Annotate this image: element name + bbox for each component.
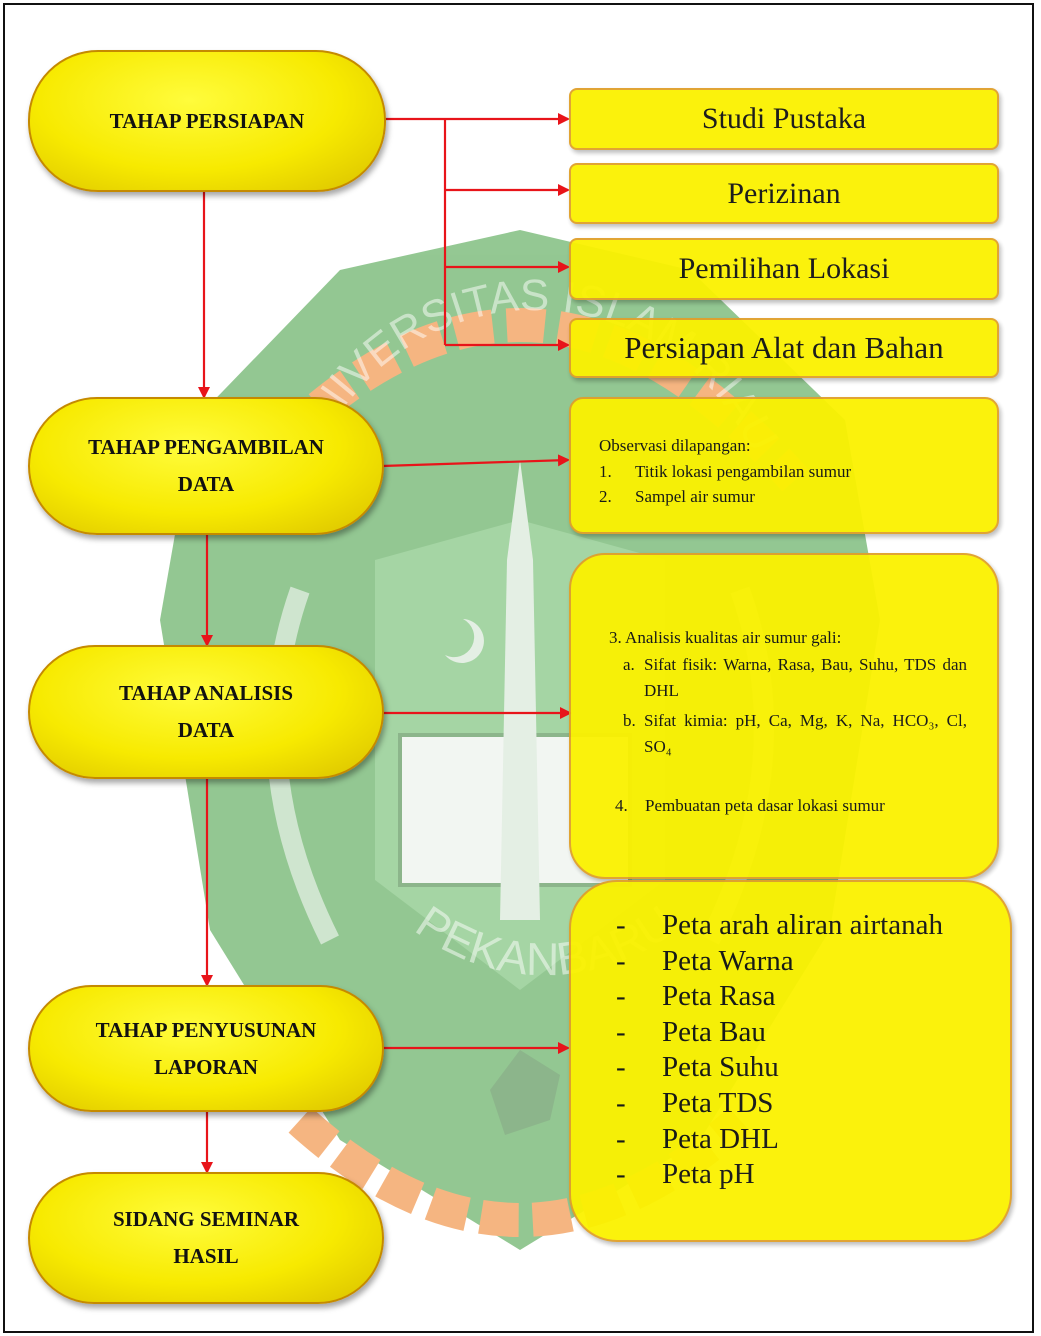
observasi-item: 2. Sampel air sumur bbox=[599, 484, 997, 510]
pengambilan-detail-box: Observasi dilapangan: 1. Titik lokasi pe… bbox=[569, 397, 999, 534]
stage-sidang-label-2: HASIL bbox=[173, 1244, 239, 1268]
analisis-item-4-number: 4. bbox=[615, 796, 628, 815]
stage-persiapan: TAHAP PERSIAPAN bbox=[28, 50, 386, 192]
map-list-item: - Peta pH bbox=[571, 1157, 1010, 1193]
analisis-sub-marker: a. bbox=[623, 655, 635, 674]
map-list-item: - Peta Warna bbox=[571, 944, 1010, 980]
logo-spike-icon bbox=[500, 460, 540, 920]
analisis-item-4: 4. Pembuatan peta dasar lokasi sumur bbox=[615, 793, 885, 819]
observasi-item-number: 1. bbox=[599, 461, 612, 481]
map-item-label: Peta Bau bbox=[662, 1015, 766, 1048]
map-item-label: Peta TDS bbox=[662, 1086, 774, 1119]
map-item-label: Peta arah aliran airtanah bbox=[662, 909, 943, 941]
analisis-item-4-text: Pembuatan peta dasar lokasi sumur bbox=[645, 796, 885, 815]
analisis-item-3: 3. Analisis kualitas air sumur gali: bbox=[609, 628, 842, 647]
stage-pengambilan-label-1: TAHAP PENGAMBILAN bbox=[88, 435, 324, 460]
logo-crescent-icon bbox=[445, 619, 484, 663]
map-list-item: - Peta Rasa bbox=[571, 979, 1010, 1015]
stage-sidang: SIDANG SEMINAR HASIL bbox=[28, 1172, 384, 1304]
list-dash: - bbox=[616, 944, 626, 977]
stage-penyusunan-label-2: LAPORAN bbox=[154, 1054, 258, 1079]
map-item-label: Peta Warna bbox=[662, 944, 794, 977]
persiapan-item-studi-pustaka: Studi Pustaka bbox=[569, 88, 999, 150]
analisis-sub-b: b. Sifat kimia: pH, Ca, Mg, K, Na, HCO₃,… bbox=[623, 708, 967, 761]
map-item-label: Peta Suhu bbox=[662, 1051, 779, 1084]
observasi-item-text: Sampel air sumur bbox=[635, 487, 755, 506]
observasi-heading: Observasi dilapangan: bbox=[599, 436, 751, 455]
map-list-item: - Peta Suhu bbox=[571, 1050, 1010, 1086]
map-list-item: - Peta TDS bbox=[571, 1086, 1010, 1122]
persiapan-item-perizinan: Perizinan bbox=[569, 163, 999, 224]
stage-analisis: TAHAP ANALISIS DATA bbox=[28, 645, 384, 779]
map-item-label: Peta DHL bbox=[662, 1122, 779, 1155]
list-dash: - bbox=[616, 909, 626, 941]
arrow-pengambilan-to-observasi bbox=[381, 454, 570, 468]
laporan-maps-box: - Peta arah aliran airtanah - Peta Warna -… bbox=[569, 880, 1012, 1242]
logo-island-icon bbox=[490, 1050, 560, 1135]
stage-penyusunan: TAHAP PENYUSUNAN LAPORAN bbox=[28, 985, 384, 1112]
stage-sidang-label-1: SIDANG SEMINAR bbox=[112, 1207, 300, 1232]
stage-analisis-label-2: DATA bbox=[177, 718, 235, 742]
diagram-frame bbox=[3, 3, 1034, 1333]
analisis-sub-text: Sifat kimia: pH, Ca, Mg, K, Na, HCO₃, Cl… bbox=[644, 711, 967, 757]
list-dash: - bbox=[616, 1051, 626, 1084]
list-dash: - bbox=[616, 980, 626, 1013]
map-item-label: Peta Rasa bbox=[662, 980, 776, 1013]
stage-analisis-label-1: TAHAP ANALISIS bbox=[118, 681, 294, 706]
persiapan-item-label: Persiapan Alat dan Bahan bbox=[624, 330, 944, 365]
list-dash: - bbox=[616, 1158, 626, 1191]
observasi-item: 1. Titik lokasi pengambilan sumur bbox=[599, 459, 997, 485]
stage-penyusunan-label-1: TAHAP PENYUSUNAN bbox=[95, 1017, 317, 1042]
observasi-item-number: 2. bbox=[599, 487, 612, 506]
list-dash: - bbox=[616, 1015, 626, 1048]
persiapan-item-label: Perizinan bbox=[727, 176, 841, 210]
map-item-label: Peta pH bbox=[662, 1158, 755, 1191]
map-list-item: - Peta Bau bbox=[571, 1015, 1010, 1051]
analisis-sub-marker: b. bbox=[623, 711, 636, 730]
analisis-detail-box: 3. Analisis kualitas air sumur gali: a. … bbox=[569, 553, 999, 879]
list-dash: - bbox=[616, 1122, 626, 1155]
persiapan-item-pemilihan-lokasi: Pemilihan Lokasi bbox=[569, 238, 999, 300]
map-list-item: - Peta arah aliran airtanah bbox=[571, 908, 1010, 944]
persiapan-item-label: Studi Pustaka bbox=[701, 102, 867, 135]
analisis-sub-a: a. Sifat fisik: Warna, Rasa, Bau, Suhu, … bbox=[623, 652, 967, 705]
stage-pengambilan-label-2: DATA bbox=[177, 472, 235, 496]
persiapan-item-label: Pemilihan Lokasi bbox=[678, 252, 890, 285]
observasi-item-text: Titik lokasi pengambilan sumur bbox=[635, 461, 852, 481]
stage-persiapan-label: TAHAP PERSIAPAN bbox=[109, 108, 305, 133]
analisis-sub-text: Sifat fisik: Warna, Rasa, Bau, Suhu, TDS… bbox=[644, 655, 967, 701]
list-dash: - bbox=[616, 1086, 626, 1119]
persiapan-item-alat-bahan: Persiapan Alat dan Bahan bbox=[569, 318, 999, 378]
stage-pengambilan: TAHAP PENGAMBILAN DATA bbox=[28, 397, 384, 535]
map-list-item: - Peta DHL bbox=[571, 1122, 1010, 1158]
